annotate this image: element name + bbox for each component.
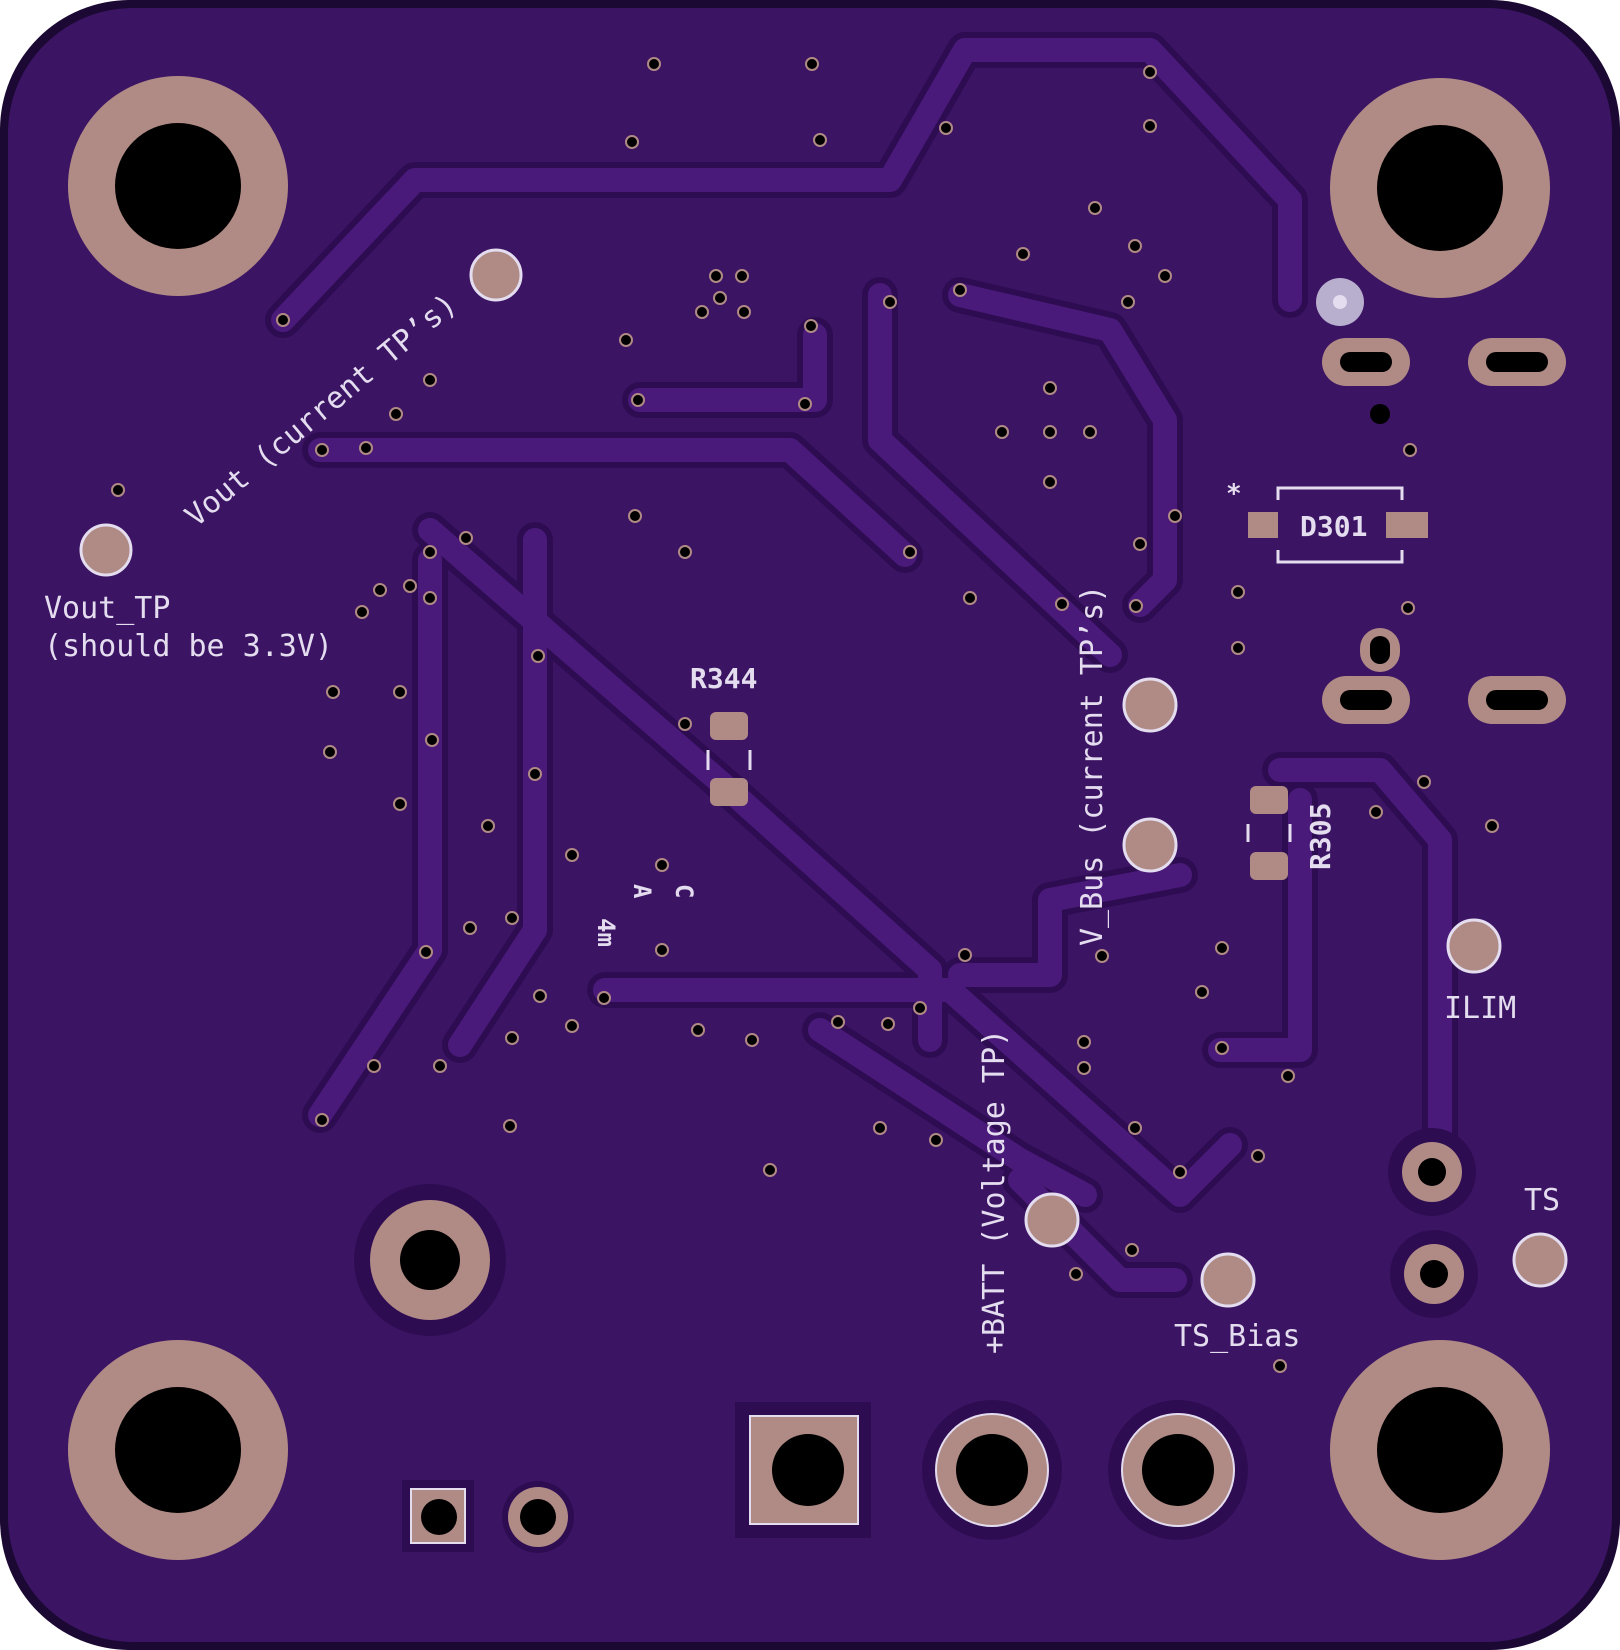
mounting-hole-bottom-left bbox=[68, 1340, 288, 1560]
label-ts-bias: TS_Bias bbox=[1174, 1319, 1300, 1354]
tp-ts bbox=[1512, 1232, 1568, 1288]
tp-ts-bias bbox=[1200, 1252, 1256, 1308]
label-marker-a: A bbox=[628, 884, 656, 899]
label-batt-voltage: +BATT (Voltage TP) bbox=[977, 1029, 1012, 1354]
label-r305: R305 bbox=[1304, 803, 1337, 870]
label-ilim: ILIM bbox=[1444, 991, 1516, 1026]
label-vout-tp-line1: Vout_TP bbox=[44, 591, 170, 626]
label-vbus-current: V_Bus (current TP’s) bbox=[1075, 585, 1110, 946]
vias bbox=[111, 57, 1499, 1373]
tp-vbus-2 bbox=[1122, 817, 1178, 873]
tp-vout bbox=[79, 523, 133, 577]
r305-component bbox=[1246, 786, 1292, 880]
d301-component bbox=[1248, 486, 1428, 564]
tp-vout-current bbox=[469, 248, 523, 302]
two-pin-header bbox=[402, 1480, 574, 1553]
label-vout-tp-line2: (should be 3.3V) bbox=[44, 629, 333, 664]
usb-connector-slots bbox=[1316, 278, 1566, 724]
tp-vbus-1 bbox=[1122, 677, 1178, 733]
r344-component bbox=[706, 712, 752, 806]
mounting-hole-top-left bbox=[68, 76, 288, 296]
label-marker-c: C bbox=[670, 884, 698, 898]
tp-batt bbox=[1024, 1192, 1080, 1248]
tp-ilim bbox=[1446, 918, 1502, 974]
label-r344: R344 bbox=[690, 662, 757, 695]
through-hole-pad-left bbox=[354, 1184, 506, 1336]
battery-terminal-header bbox=[735, 1400, 1248, 1540]
label-star: * bbox=[1226, 479, 1242, 509]
label-d301: D301 bbox=[1300, 510, 1367, 543]
thermistor-pads bbox=[1388, 1128, 1478, 1318]
test-points bbox=[79, 248, 1568, 1308]
mounting-hole-top-right bbox=[1330, 78, 1550, 298]
label-marker-num: 4m bbox=[592, 918, 620, 947]
mounting-hole-bottom-right bbox=[1330, 1340, 1550, 1560]
label-ts: TS bbox=[1524, 1183, 1560, 1218]
